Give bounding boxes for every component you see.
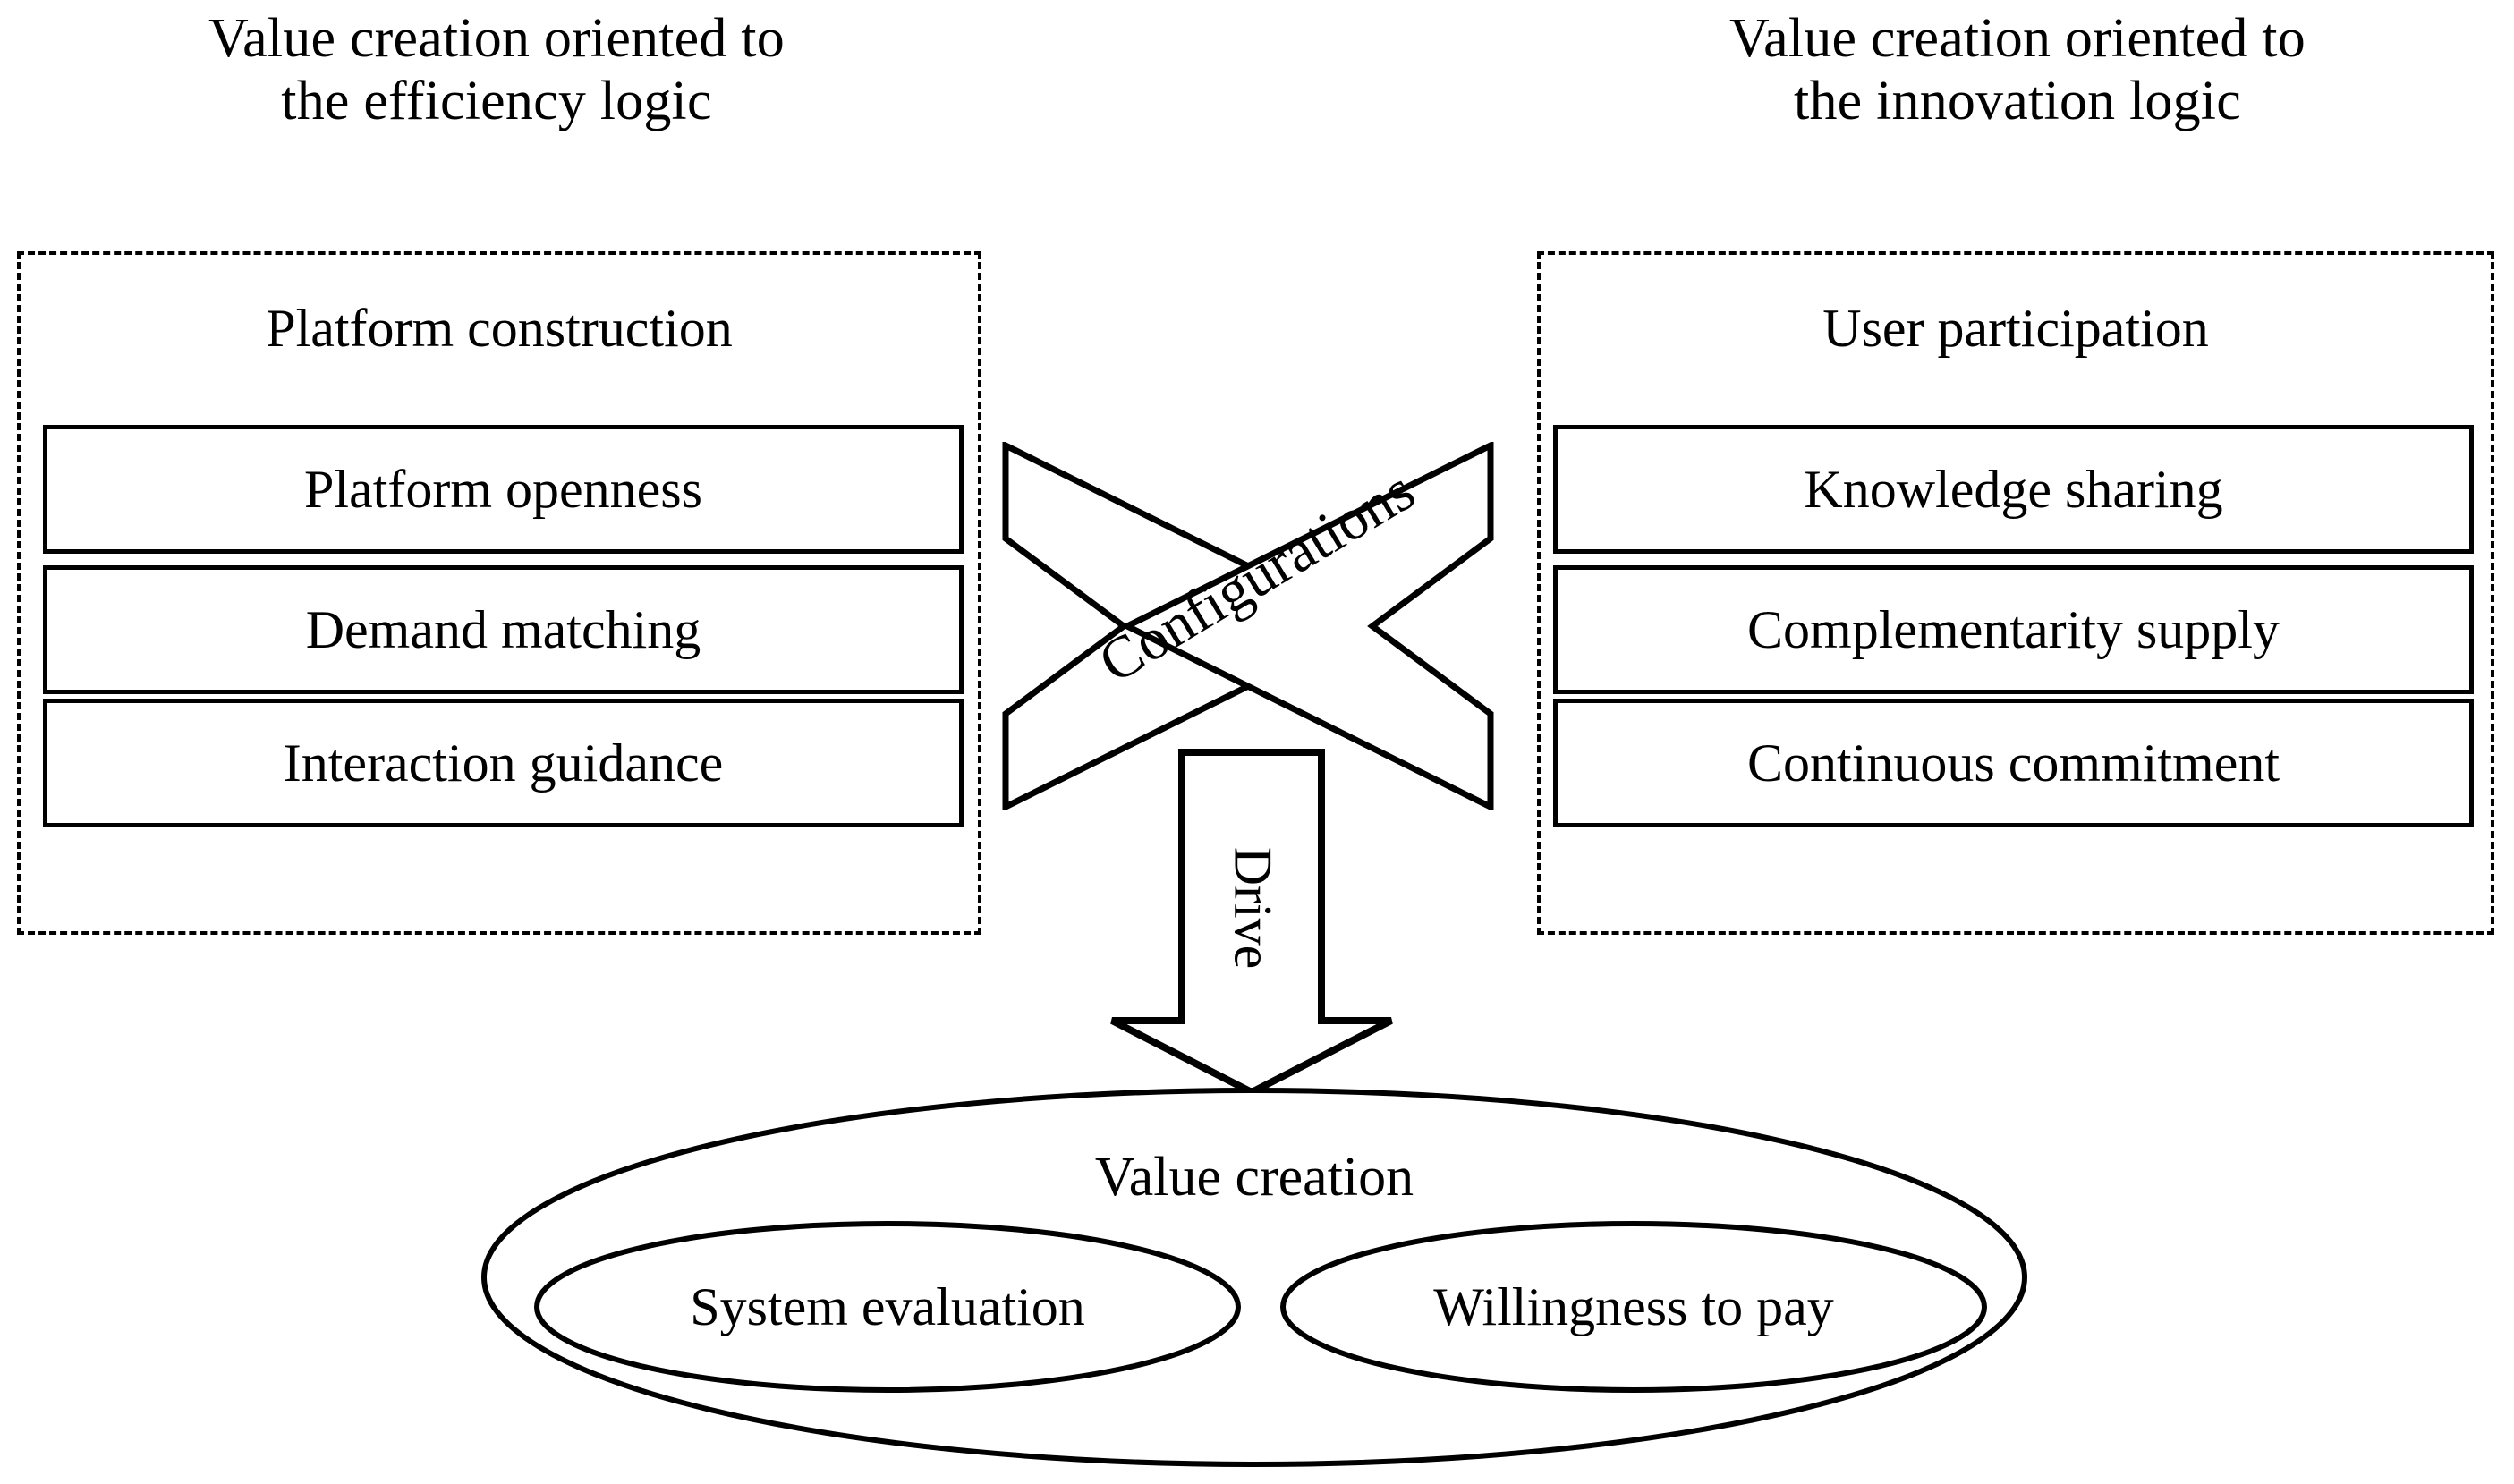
item-label: Interaction guidance	[283, 734, 724, 793]
item-label: Platform openness	[304, 460, 702, 519]
down-arrow-icon	[1110, 749, 1393, 1097]
item-label: Knowledge sharing	[1804, 460, 2223, 519]
group-user-participation: User participation Knowledge sharing Com…	[1537, 251, 2494, 935]
item-knowledge-sharing[interactable]: Knowledge sharing	[1553, 425, 2474, 554]
column-header-efficiency: Value creation oriented to the efficienc…	[208, 8, 785, 132]
drive-arrow	[1108, 748, 1396, 1097]
item-interaction-guidance[interactable]: Interaction guidance	[43, 699, 964, 827]
item-label: Continuous commitment	[1747, 734, 2280, 793]
chevron-left-icon	[1120, 442, 1494, 810]
inner-ellipse-system-evaluation	[534, 1221, 1241, 1393]
cross-chevron-shape	[1002, 442, 1494, 810]
column-header-innovation: Value creation oriented to the innovatio…	[1729, 8, 2306, 132]
cross-chevron-svg	[1002, 442, 1494, 810]
value-creation-svg	[481, 1088, 2027, 1467]
item-complementarity-supply[interactable]: Complementarity supply	[1553, 565, 2474, 694]
group-title-user-participation: User participation	[1822, 299, 2209, 358]
item-continuous-commitment[interactable]: Continuous commitment	[1553, 699, 2474, 827]
item-platform-openness[interactable]: Platform openness	[43, 425, 964, 554]
value-creation-ellipse-group	[480, 1088, 2029, 1467]
item-demand-matching[interactable]: Demand matching	[43, 565, 964, 694]
down-arrow-shape	[1110, 749, 1393, 1097]
group-platform-construction: Platform construction Platform openness …	[17, 251, 981, 935]
group-title-platform-construction: Platform construction	[266, 299, 733, 358]
item-label: Complementarity supply	[1747, 600, 2280, 659]
inner-ellipse-willingness-to-pay	[1280, 1221, 1987, 1393]
item-label: Demand matching	[305, 600, 701, 659]
